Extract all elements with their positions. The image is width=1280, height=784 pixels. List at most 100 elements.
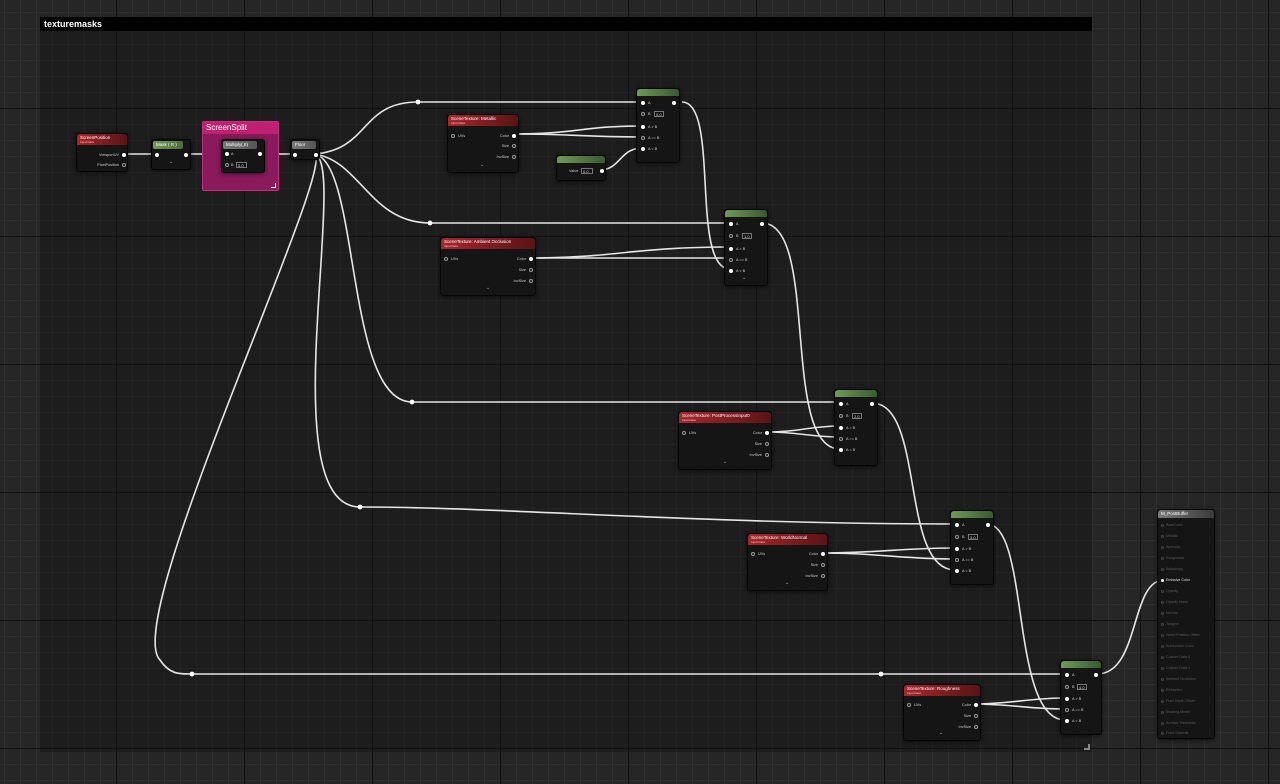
b-value-field[interactable]: 2.0 xyxy=(852,413,862,419)
if-node[interactable]: A B 3.0 A > B A == B A < B xyxy=(950,510,994,585)
material-pin[interactable] xyxy=(1161,623,1164,626)
output-pin-invsize[interactable] xyxy=(512,155,516,159)
input-pin-a[interactable] xyxy=(955,523,959,527)
output-pin-size[interactable] xyxy=(529,268,533,272)
input-pin-b[interactable] xyxy=(1065,685,1069,689)
input-pin-b[interactable] xyxy=(641,112,645,116)
output-pin-size[interactable] xyxy=(512,144,516,148)
output-pin-invsize[interactable] xyxy=(974,725,978,729)
input-pin-eq[interactable] xyxy=(955,558,959,562)
b-value-field[interactable]: 1.0 xyxy=(742,233,752,239)
value-constant-node[interactable]: Value 0.0 xyxy=(556,155,606,181)
input-pin-a[interactable] xyxy=(225,152,229,156)
output-pin[interactable] xyxy=(1094,673,1098,677)
chevron-down-icon[interactable]: ⌄ xyxy=(939,730,944,736)
input-pin[interactable] xyxy=(293,153,297,157)
material-pin[interactable] xyxy=(1161,678,1164,681)
output-pin[interactable] xyxy=(314,153,318,157)
value-field[interactable]: 0.0 xyxy=(581,168,593,174)
output-pin[interactable] xyxy=(258,152,262,156)
material-pin[interactable] xyxy=(1161,546,1164,549)
chevron-down-icon[interactable]: ⌄ xyxy=(486,285,491,291)
input-pin-gt[interactable] xyxy=(955,547,959,551)
output-pin[interactable] xyxy=(122,163,126,167)
if-node[interactable]: A B 0.0 A > B A == B A < B xyxy=(636,88,680,163)
material-pin[interactable] xyxy=(1161,656,1164,659)
input-pin[interactable] xyxy=(155,153,159,157)
material-pin-emissive[interactable] xyxy=(1161,579,1164,582)
input-pin-uvs[interactable] xyxy=(682,431,686,435)
material-pin[interactable] xyxy=(1161,601,1164,604)
input-pin-eq[interactable] xyxy=(641,136,645,140)
input-pin-lt[interactable] xyxy=(955,569,959,573)
scene-texture-roughness-node[interactable]: SceneTexture: Roughness Input Data UVs C… xyxy=(903,684,981,741)
material-pin[interactable] xyxy=(1161,667,1164,670)
material-pin[interactable] xyxy=(1161,645,1164,648)
input-pin-uvs[interactable] xyxy=(751,552,755,556)
chevron-down-icon[interactable]: ⌄ xyxy=(169,159,174,165)
material-pin[interactable] xyxy=(1161,557,1164,560)
input-pin-a[interactable] xyxy=(1065,673,1069,677)
output-pin[interactable] xyxy=(870,402,874,406)
input-pin-lt[interactable] xyxy=(641,147,645,151)
output-pin-invsize[interactable] xyxy=(529,279,533,283)
resize-handle[interactable] xyxy=(271,183,276,188)
input-pin-lt[interactable] xyxy=(729,269,733,273)
input-pin-b[interactable] xyxy=(955,535,959,539)
if-node[interactable]: A B 1.0 A > B A == B A < B ⌄ xyxy=(724,209,768,286)
input-pin-b[interactable] xyxy=(729,234,733,238)
multiply-node[interactable]: Multiply(,8) A B 5.0 xyxy=(221,139,265,173)
material-pin[interactable] xyxy=(1161,634,1164,637)
scene-texture-metallic-node[interactable]: SceneTexture: Metallic Input Data UVs Co… xyxy=(447,114,519,173)
input-pin-gt[interactable] xyxy=(839,426,843,430)
screen-position-node[interactable]: ScreenPosition Input Data ViewportUV Pix… xyxy=(76,133,128,172)
output-pin-color[interactable] xyxy=(512,134,516,138)
output-pin[interactable] xyxy=(986,523,990,527)
output-pin[interactable] xyxy=(760,222,764,226)
input-pin-gt[interactable] xyxy=(641,125,645,129)
output-pin-size[interactable] xyxy=(974,714,978,718)
input-pin-a[interactable] xyxy=(729,222,733,226)
output-pin-size[interactable] xyxy=(821,563,825,567)
mask-node[interactable]: Mask ( R ) ⌄ xyxy=(151,139,191,170)
input-pin-eq[interactable] xyxy=(729,258,733,262)
input-pin-a[interactable] xyxy=(839,402,843,406)
material-pin[interactable] xyxy=(1161,612,1164,615)
output-pin-invsize[interactable] xyxy=(765,453,769,457)
output-pin-invsize[interactable] xyxy=(821,574,825,578)
material-pin[interactable] xyxy=(1161,711,1164,714)
input-pin-uvs[interactable] xyxy=(907,703,911,707)
floor-node[interactable]: Floor xyxy=(290,139,320,160)
material-pin[interactable] xyxy=(1161,535,1164,538)
material-output-node[interactable]: M_PostBuffer BaseColor Metallic Specular… xyxy=(1157,509,1215,739)
input-pin-lt[interactable] xyxy=(839,448,843,452)
output-pin-color[interactable] xyxy=(529,257,533,261)
input-pin-uvs[interactable] xyxy=(451,134,455,138)
input-pin-gt[interactable] xyxy=(729,247,733,251)
material-pin[interactable] xyxy=(1161,700,1164,703)
output-pin[interactable] xyxy=(122,153,126,157)
scene-texture-ambient-occlusion-node[interactable]: SceneTexture: Ambient Occlusion Input Da… xyxy=(440,237,536,296)
material-pin[interactable] xyxy=(1161,722,1164,725)
material-pin[interactable] xyxy=(1161,590,1164,593)
if-node[interactable]: A B 4.0 A > B A == B A < B xyxy=(1060,660,1102,735)
output-pin-size[interactable] xyxy=(765,442,769,446)
screen-split-node[interactable]: ScreenSplit Multiply(,8) A B 5.0 xyxy=(202,121,279,191)
if-node[interactable]: A B 2.0 A > B A == B A < B xyxy=(834,389,878,466)
output-pin-color[interactable] xyxy=(974,703,978,707)
comment-resize-handle[interactable] xyxy=(1084,744,1090,750)
b-value-field[interactable]: 5.0 xyxy=(236,162,247,168)
output-pin[interactable] xyxy=(600,169,604,173)
material-pin[interactable] xyxy=(1161,689,1164,692)
b-value-field[interactable]: 0.0 xyxy=(654,111,664,117)
chevron-down-icon[interactable]: ⌄ xyxy=(480,162,485,168)
comment-title[interactable]: texturemasks xyxy=(40,17,1092,31)
chevron-down-icon[interactable]: ⌄ xyxy=(723,459,728,465)
b-value-field[interactable]: 4.0 xyxy=(1077,684,1087,690)
input-pin-eq[interactable] xyxy=(1065,708,1069,712)
output-pin[interactable] xyxy=(672,101,676,105)
output-pin[interactable] xyxy=(184,153,188,157)
material-pin[interactable] xyxy=(1161,568,1164,571)
input-pin-eq[interactable] xyxy=(839,437,843,441)
input-pin-b[interactable] xyxy=(839,414,843,418)
